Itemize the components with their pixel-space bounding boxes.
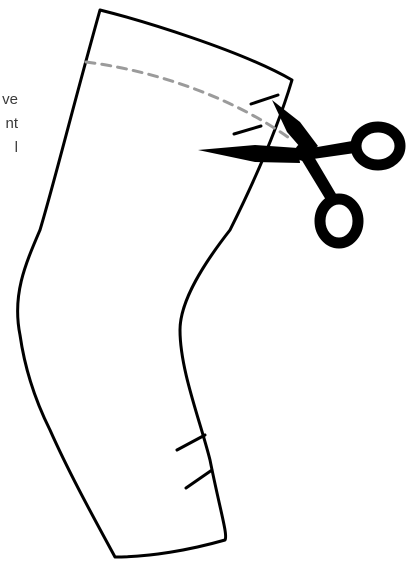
scissors-handle-lower: [320, 199, 358, 243]
scissors-handle-upper: [356, 127, 400, 165]
sleeve-outline: [18, 10, 292, 557]
